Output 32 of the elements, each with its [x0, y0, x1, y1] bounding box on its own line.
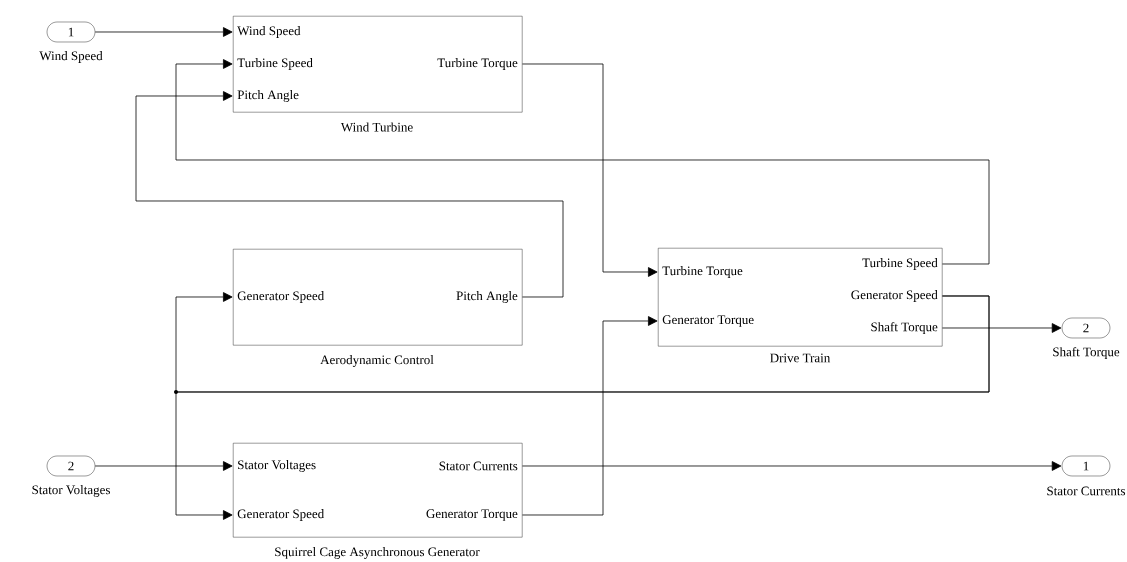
port-label: Generator Speed [237, 291, 325, 303]
port-label: Turbine Torque [437, 58, 518, 70]
signal-line [522, 316, 658, 516]
signal-line [522, 63, 658, 277]
port-label: Stator Currents [439, 461, 518, 471]
port-name: Shaft Torque [1053, 347, 1120, 359]
port-name: Wind Speed [39, 51, 103, 63]
port-label: Pitch Angle [456, 291, 518, 303]
port-label: Generator Torque [426, 509, 518, 521]
port-label: Stator Voltages [238, 460, 316, 472]
signal-line [175, 295, 990, 520]
port-label: Turbine Speed [862, 258, 938, 270]
port-name: Stator Currents [1047, 486, 1126, 496]
block-name: Squirrel Cage Asynchronous Generator [275, 547, 480, 559]
block-name: Wind Turbine [340, 122, 413, 132]
signal-line [522, 461, 1062, 471]
port-label: Generator Speed [237, 509, 325, 521]
port-label: Shaft Torque [871, 322, 938, 334]
signal-line [94, 461, 233, 471]
signal-line [942, 323, 1062, 333]
signal-line [175, 59, 990, 265]
port-name: Stator Voltages [32, 485, 110, 497]
port-label: Pitch Angle [237, 90, 299, 102]
port-label: Generator Speed [851, 290, 938, 302]
port-label: Turbine Speed [237, 58, 313, 70]
port-label: Wind Speed [237, 26, 301, 38]
block-name: Aerodynamic Control [320, 355, 434, 367]
signal-line [135, 91, 564, 298]
signal-line [94, 27, 233, 37]
block-name: Drive Train [770, 353, 831, 363]
port-label: Generator Torque [662, 315, 754, 327]
port-label: Turbine Torque [662, 266, 743, 278]
